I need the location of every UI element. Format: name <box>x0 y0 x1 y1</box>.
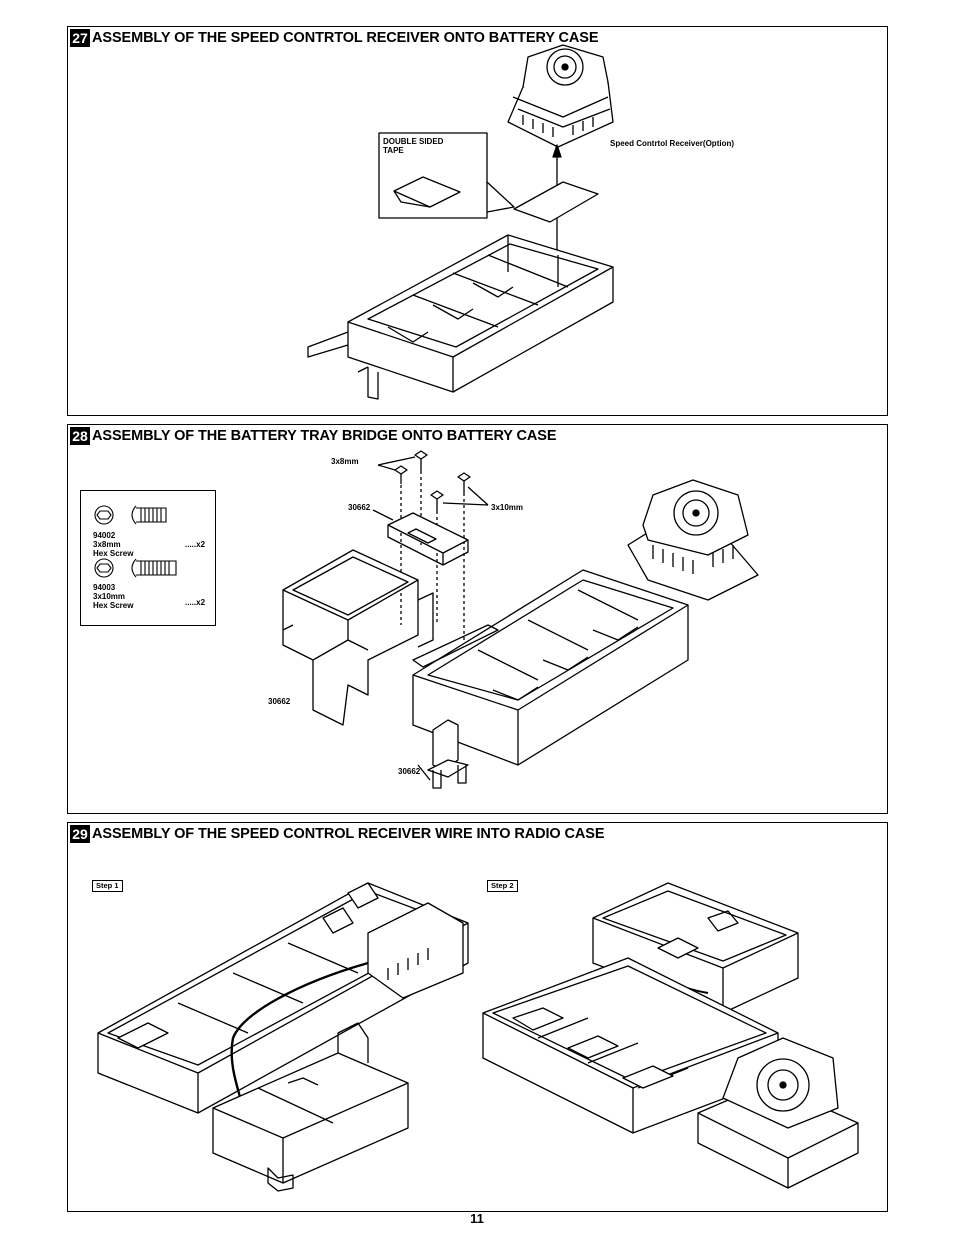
receiver-label: Speed Contrtol Receiver(Option) <box>610 139 735 148</box>
step-number: 29 <box>70 825 90 843</box>
part-code: 94003 <box>93 583 116 592</box>
part-30662-tray-label: 30662 <box>268 697 291 706</box>
page-number: 11 <box>470 1211 484 1226</box>
sub-step-2-tag: Step 2 <box>487 880 518 892</box>
part-code: 94002 <box>93 531 116 540</box>
parts-list-box: 94002 3x8mm Hex Screw .....x2 94003 3x10… <box>80 490 216 626</box>
part-qty: .....x2 <box>185 598 206 607</box>
screw-3x10-label: 3x10mm <box>491 503 524 512</box>
sub-step-1-tag: Step 1 <box>92 880 123 892</box>
part-30662-bridge-label: 30662 <box>348 503 371 512</box>
step-number: 27 <box>70 29 90 47</box>
step-28-panel: 28 ASSEMBLY OF THE BATTERY TRAY BRIDGE O… <box>67 424 888 814</box>
part-name: Hex Screw <box>93 601 134 610</box>
screw-3x8-label: 3x8mm <box>331 457 359 466</box>
step-27-illustration <box>307 44 614 400</box>
step-number: 28 <box>70 427 90 445</box>
hex-screw-icon <box>94 505 177 578</box>
tape-label: DOUBLE SIDED TAPE <box>383 137 444 155</box>
part-size: 3x8mm <box>93 540 121 549</box>
part-qty: .....x2 <box>185 540 206 549</box>
part-30662-post-label: 30662 <box>398 767 421 776</box>
step-29-illustration <box>97 882 859 1192</box>
part-size: 3x10mm <box>93 592 126 601</box>
step-27-panel: 27 ASSEMBLY OF THE SPEED CONTRTOL RECEIV… <box>67 26 888 416</box>
step-title: ASSEMBLY OF THE SPEED CONTROL RECEIVER W… <box>92 826 605 842</box>
step-title: ASSEMBLY OF THE SPEED CONTRTOL RECEIVER … <box>92 30 599 46</box>
step-29-panel: 29 ASSEMBLY OF THE SPEED CONTROL RECEIVE… <box>67 822 888 1212</box>
step-title: ASSEMBLY OF THE BATTERY TRAY BRIDGE ONTO… <box>92 428 557 444</box>
part-name: Hex Screw <box>93 549 134 558</box>
